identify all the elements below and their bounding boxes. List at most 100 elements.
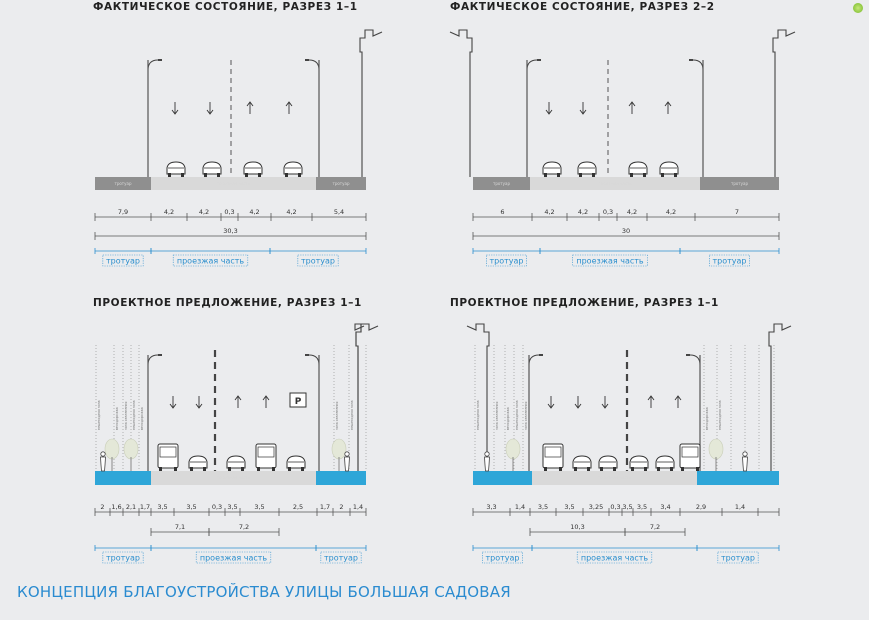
lane-label-0: пешеходная зона <box>97 400 101 430</box>
subtotal-label-1: 7,2 <box>650 523 660 531</box>
dimension-label-5: 0,3 <box>610 503 620 511</box>
lamp-icon <box>305 354 320 471</box>
dimension-label-2: 2,1 <box>126 503 136 511</box>
lane-label-1: зона озеленения <box>495 401 499 430</box>
building-icon <box>359 29 383 177</box>
ground-label-1: проезжая часть <box>217 181 251 186</box>
sidewalk-ground <box>95 471 151 485</box>
lamp-icon <box>305 59 320 177</box>
roadway-ground <box>530 177 700 190</box>
dimension-label-6: 3,5 <box>622 503 632 511</box>
zone-label-0: тротуар <box>489 257 523 266</box>
zone-marker: проезжая часть <box>539 248 681 267</box>
arrow-up-icon <box>262 395 270 408</box>
dimension-label-1: 4,2 <box>164 208 174 216</box>
ground-label-2: тротуар <box>731 181 748 186</box>
zone-marker: тротуар <box>269 248 367 267</box>
building-icon <box>354 323 365 471</box>
car-icon <box>577 161 597 177</box>
car-icon <box>166 161 186 177</box>
dimension-label-3: 3,5 <box>564 503 574 511</box>
parking-icon: P <box>289 392 307 408</box>
dimension-label-5: 4,2 <box>286 208 296 216</box>
dimension-label-2: 3,5 <box>538 503 548 511</box>
bus-icon <box>157 443 179 471</box>
zone-label-1: проезжая часть <box>576 257 644 266</box>
subtotal-dimension: 10,3 7,2 <box>529 523 686 536</box>
zone-marker: проезжая часть <box>150 248 271 267</box>
lane-label-5: велодорожка <box>705 407 709 430</box>
sidewalk-ground <box>316 471 366 485</box>
tree-icon <box>123 438 139 471</box>
lane-label-6: пешеходная зона <box>350 400 354 430</box>
lane-label-4: велодорожка <box>140 407 144 430</box>
lane-label-4: зона озеленения <box>524 401 528 430</box>
ground-label-1: проезжая часть <box>598 181 632 186</box>
zone-marker: тротуар <box>94 545 152 564</box>
building-icon <box>355 323 379 471</box>
arrow-up-icon <box>285 101 293 114</box>
zone-label-2: тротуар <box>301 257 335 266</box>
dimension-label-7: 3,5 <box>227 503 237 511</box>
arrow-down-icon <box>206 102 214 115</box>
zone-marker: тротуар <box>472 545 533 564</box>
pedestrian-icon <box>344 451 350 472</box>
sidewalk-ground <box>473 471 532 485</box>
total-dimension: 30 <box>472 227 780 240</box>
car-icon <box>243 161 263 177</box>
arrow-down-icon <box>601 396 609 409</box>
building-icon <box>768 323 792 471</box>
dimension-label-4: 4,2 <box>627 208 637 216</box>
dimension-label-1: 1,6 <box>111 503 121 511</box>
dimension-label-4: 3,25 <box>589 503 603 511</box>
car-icon <box>542 161 562 177</box>
dimension-label-3: 1,7 <box>140 503 150 511</box>
dimension-label-10: 1,7 <box>320 503 330 511</box>
tree-icon <box>505 438 521 471</box>
lane-label-2: велодорожка <box>506 407 510 430</box>
zone-label-1: проезжая часть <box>581 554 649 563</box>
dimension-label-6: 5,4 <box>334 208 344 216</box>
dimension-label-2: 4,2 <box>199 208 209 216</box>
dimension-label-1: 4,2 <box>544 208 554 216</box>
roadway-ground <box>151 471 316 485</box>
subtotal-label-0: 10,3 <box>570 523 584 531</box>
lamp-icon <box>526 59 541 177</box>
bus-icon <box>255 443 277 471</box>
zone-marker: проезжая часть <box>150 545 317 564</box>
building-icon <box>466 323 490 471</box>
zone-marker: тротуар <box>472 248 541 267</box>
section-proposed-2: ПРОЕКТНОЕ ПРЕДЛОЖЕНИЕ, РАЗРЕЗ 1–1пешеход… <box>450 297 792 564</box>
dimension-label-3: 0,3 <box>603 208 613 216</box>
arrow-up-icon <box>664 101 672 114</box>
subtotal-label-0: 7,1 <box>175 523 185 531</box>
arrow-up-icon <box>234 395 242 408</box>
zone-marker: тротуар <box>315 545 367 564</box>
pedestrian-icon <box>100 451 106 472</box>
dimension-label-10: 1,4 <box>735 503 745 511</box>
zone-label-0: тротуар <box>485 554 519 563</box>
car-icon <box>202 161 222 177</box>
bus-icon <box>679 443 701 471</box>
dimension-label-0: 6 <box>500 208 504 216</box>
total-dimension: 30,3 <box>94 227 367 240</box>
dimension-label-11: 2 <box>339 503 343 511</box>
sidewalk-ground <box>473 177 530 190</box>
dimension-label-8: 3,4 <box>660 503 670 511</box>
sidewalk-ground <box>700 177 779 190</box>
zone-label-1: проезжая часть <box>200 554 268 563</box>
sidewalk-ground <box>95 177 151 190</box>
arrow-down-icon <box>579 102 587 115</box>
zone-marker: тротуар <box>679 248 780 267</box>
lamp-icon <box>147 59 162 177</box>
bus-icon <box>542 443 564 471</box>
section-title: ФАКТИЧЕСКОЕ СОСТОЯНИЕ, РАЗРЕЗ 1–1 <box>93 1 358 13</box>
car-icon <box>628 161 648 177</box>
ground-label-0: тротуар <box>493 181 510 186</box>
zone-marker: тротуар <box>696 545 780 564</box>
total-width-label: 30 <box>622 227 630 235</box>
arrow-up-icon <box>647 395 655 408</box>
